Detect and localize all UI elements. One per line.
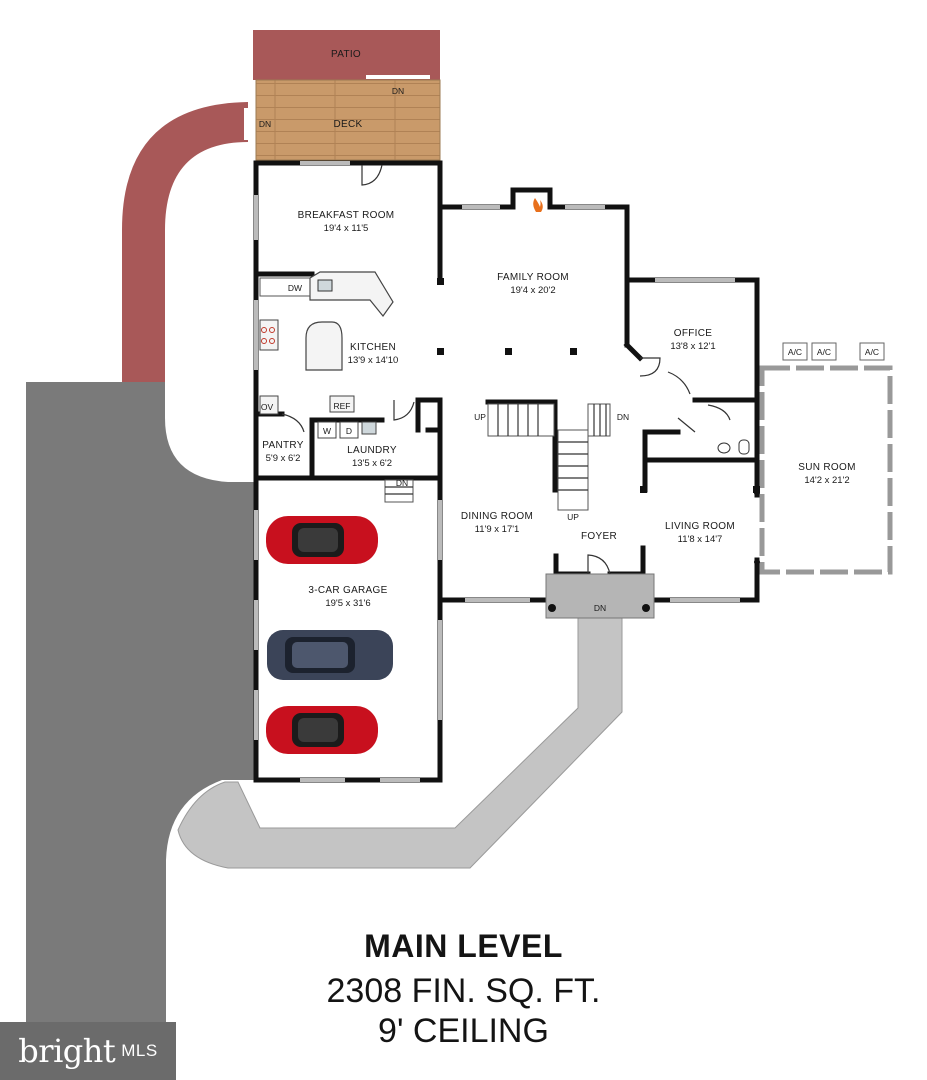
- garage-name: 3-CAR GARAGE: [308, 585, 387, 596]
- oven-label: OV: [261, 402, 274, 412]
- living-room-dim: 11'8 x 14'7: [678, 534, 723, 545]
- sun-room-dim: 14'2 x 21'2: [804, 475, 849, 486]
- driveway: [26, 382, 255, 1022]
- patio-label: PATIO: [331, 49, 361, 60]
- family-room-dim: 19'4 x 20'2: [510, 285, 555, 296]
- dining-room-dim: 11'9 x 17'1: [475, 524, 520, 535]
- stairs-dn-label: DN: [617, 412, 629, 422]
- deck: [255, 79, 441, 161]
- ac-units: A/C A/C A/C: [782, 342, 885, 361]
- dishwasher-label: DW: [288, 283, 302, 293]
- washer-label: W: [323, 426, 331, 436]
- refrigerator-label: REF: [334, 401, 351, 411]
- living-room-name: LIVING ROOM: [665, 521, 735, 532]
- finished-area: 2308 FIN. SQ. FT.: [326, 972, 601, 1010]
- ac-label-3: A/C: [865, 347, 879, 357]
- staircase: [487, 403, 611, 511]
- columns: [437, 278, 760, 493]
- ac-label-1: A/C: [788, 347, 802, 357]
- laundry-name: LAUNDRY: [347, 445, 397, 456]
- patio: [253, 30, 440, 80]
- car-2-icon: [267, 630, 393, 680]
- pantry-dim: 5'9 x 6'2: [266, 453, 301, 464]
- office-dim: 13'8 x 12'1: [670, 341, 715, 352]
- kitchen-dim: 13'9 x 14'10: [348, 355, 399, 366]
- walkway: [177, 617, 623, 869]
- ac-label-2: A/C: [817, 347, 831, 357]
- garage-dim: 19'5 x 31'6: [325, 598, 370, 609]
- bright-mls-logo: bright MLS: [0, 1022, 176, 1080]
- sun-room-name: SUN ROOM: [798, 462, 855, 473]
- car-3-icon: [266, 706, 378, 754]
- foyer-name: FOYER: [581, 531, 617, 542]
- car-1-icon: [266, 516, 378, 564]
- deck-label: DECK: [334, 119, 363, 130]
- doors: [281, 164, 731, 575]
- garage-dn-label: DN: [396, 478, 408, 488]
- family-room-name: FAMILY ROOM: [497, 272, 569, 283]
- sun-room: [759, 365, 893, 575]
- logo-brand: bright: [18, 1032, 116, 1070]
- deck-side-dn-label: DN: [259, 119, 271, 129]
- breakfast-room-dim: 19'4 x 11'5: [324, 223, 369, 234]
- stairs-up-label-2: UP: [567, 512, 579, 522]
- laundry-dim: 13'5 x 6'2: [352, 458, 392, 469]
- sink-icon: [717, 442, 731, 454]
- deck-dn-label: DN: [392, 86, 404, 96]
- level-title: MAIN LEVEL: [364, 928, 563, 964]
- toilet-icon: [738, 439, 750, 455]
- dryer-label: D: [346, 426, 352, 436]
- breakfast-room-name: BREAKFAST ROOM: [298, 210, 395, 221]
- ceiling-height: 9' CEILING: [378, 1012, 549, 1050]
- stoop-dn-label: DN: [594, 603, 606, 613]
- walls: [253, 160, 760, 783]
- pantry-name: PANTRY: [262, 440, 303, 451]
- dining-room-name: DINING ROOM: [461, 511, 533, 522]
- office-name: OFFICE: [674, 328, 712, 339]
- brick-path: [122, 102, 248, 382]
- front-stoop: [545, 573, 655, 619]
- fireplace-icon: [533, 198, 543, 212]
- kitchen-name: KITCHEN: [350, 342, 396, 353]
- stairs-up-label: UP: [474, 412, 486, 422]
- windows: [254, 161, 740, 782]
- logo-suffix: MLS: [121, 1041, 158, 1060]
- kitchen-counters: [259, 271, 394, 415]
